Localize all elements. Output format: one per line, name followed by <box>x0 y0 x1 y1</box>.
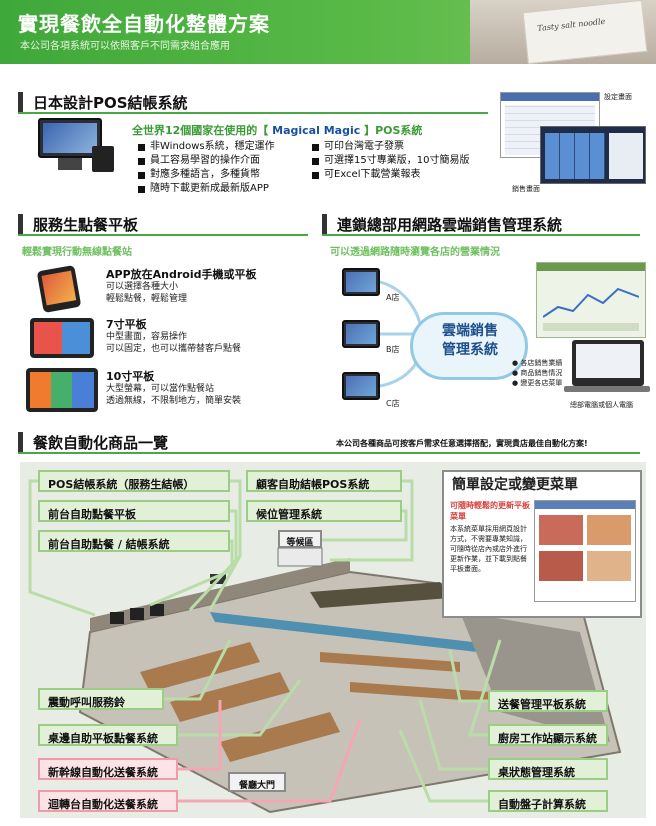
pos-terminal-image <box>34 118 114 174</box>
feature-item: 可選擇15寸專業版，10寸簡易版 <box>312 154 492 168</box>
label-front-tablet: 前台自助點餐平板 <box>38 500 230 522</box>
bullet-text: 變更各店菜單 <box>520 379 563 387</box>
desc-line: 可以選擇各種大小 <box>106 282 179 292</box>
desc-line: 大型螢幕，可以當作點餐站 <box>106 384 215 394</box>
tablet-item-desc: 大型螢幕，可以當作點餐站 透過無線，不限制地方，簡單安裝 <box>106 383 241 407</box>
tablet-item-desc: 中型畫面，容易操作 可以固定，也可以攜帶替客戶點餐 <box>106 331 241 355</box>
laptop-image <box>572 340 644 386</box>
headline-post: 】POS系統 <box>364 124 423 137</box>
tablet-item-heading: 10寸平板 <box>106 370 155 383</box>
tablet-item-desc: 可以選擇各種大小 輕鬆點餐，輕鬆管理 <box>106 281 187 305</box>
feature-item: 可Excel下載營業報表 <box>312 168 492 182</box>
brand-name: Magical Magic <box>268 124 365 137</box>
label-front-kiosk: 前台自助點餐 / 結帳系統 <box>38 530 230 552</box>
menu-edit-body: 本系統菜單採用網頁設計方式，不需要專業知識，可隨時從店內或店外進行更新作業，並下… <box>450 525 527 573</box>
label-shinkansen-delivery: 新幹線自動化送餐系統 <box>38 758 178 780</box>
cloud-bullets: ● 各店銷售業績 ● 商品銷售情況 ● 變更各店菜單 <box>512 358 574 388</box>
pos-features-left: 非Windows系統，穩定運作 員工容易學習的操作介面 對應多種語言，多種貨幣 … <box>138 140 310 196</box>
cloud-report-screenshot <box>536 262 646 338</box>
feature-item: 員工容易學習的操作介面 <box>138 154 310 168</box>
cloud-subtitle: 可以透過網路隨時瀏覽各店的營業情況 <box>330 247 500 258</box>
tablet-item-heading: APP放在Android手機或平板 <box>106 268 257 281</box>
desc-line: 中型畫面，容易操作 <box>106 332 188 342</box>
tablet-subtitle: 輕鬆實現行動無線點餐站 <box>22 247 132 258</box>
desc-line: 透過無線，不限制地方，簡單安裝 <box>106 396 242 406</box>
cloud-line: 管理系統 <box>442 342 498 358</box>
tablet-item-heading: 7寸平板 <box>106 318 147 331</box>
bullet-item: ● 變更各店菜單 <box>512 379 563 387</box>
headline-pre: 全世界12個國家在使用的【 <box>132 124 269 137</box>
desc-line: 輕鬆點餐，輕鬆管理 <box>106 294 188 304</box>
cloud-badge <box>410 312 528 380</box>
pos-features-right: 可印台灣電子發票 可選擇15寸專業版，10寸簡易版 可Excel下載營業報表 <box>312 140 492 182</box>
shop-a-terminal <box>342 268 380 296</box>
waiting-area-label: 等候區 <box>278 530 322 548</box>
label-conveyor-delivery: 迴轉台自動化送餐系統 <box>38 790 178 812</box>
tablet-7-image <box>30 318 94 358</box>
shop-c-label: C店 <box>386 399 400 408</box>
shop-b-terminal <box>342 320 380 348</box>
feature-item: 可印台灣電子發票 <box>312 140 492 154</box>
tablet-10-image <box>26 368 98 412</box>
label-waitlist: 候位管理系統 <box>246 500 402 522</box>
sales-caption: 銷售畫面 <box>512 185 540 193</box>
entrance-label: 餐廳大門 <box>228 772 286 792</box>
menu-edit-title: 簡單設定或變更菜單 <box>452 477 578 493</box>
pos-section-title: 日本設計POS結帳系統 <box>18 92 188 113</box>
label-table-status: 桌狀態管理系統 <box>488 758 608 780</box>
label-self-checkout: 顧客自助結帳POS系統 <box>246 470 402 492</box>
tablet-section-title: 服務生點餐平板 <box>18 214 138 235</box>
tablet-section-divider <box>18 234 308 236</box>
products-section-title: 餐飲自動化商品一覽 <box>18 432 168 453</box>
menu-edit-highlight: 可隨時輕鬆的更新平板菜單 <box>450 501 530 521</box>
feature-item: 非Windows系統，穩定運作 <box>138 140 310 154</box>
pos-headline: 全世界12個國家在使用的【 Magical Magic 】POS系統 <box>132 122 422 138</box>
cloud-section-title: 連鎖總部用網路雲端銷售管理系統 <box>322 214 562 235</box>
cloud-title: 雲端銷售 管理系統 <box>428 322 512 360</box>
floor-illustration <box>78 547 622 814</box>
products-note: 本公司各種商品可按客戶需求任意選擇搭配，實現貴店最佳自動化方案! <box>336 439 588 448</box>
sales-screen-image <box>540 126 646 184</box>
desc-line: 可以固定，也可以攜帶替客戶點餐 <box>106 344 242 354</box>
products-section-divider <box>18 452 640 454</box>
page-subtitle: 本公司各項系統可以依照客戶不同需求組合應用 <box>20 41 230 52</box>
label-delivery-tablet: 送餐管理平板系統 <box>488 690 608 712</box>
cloud-line: 雲端銷售 <box>442 323 498 339</box>
bullet-item: ● 商品銷售情況 <box>512 369 563 377</box>
label-table-tablet: 桌邊自助平板點餐系統 <box>38 724 178 746</box>
laptop-base <box>564 386 650 392</box>
shop-a-label: A店 <box>386 293 400 302</box>
shop-b-label: B店 <box>386 345 400 354</box>
feature-item: 隨時下載更新成最新版APP <box>138 182 310 196</box>
pos-section-divider <box>18 112 488 114</box>
cloud-section-divider <box>322 234 640 236</box>
label-kitchen-display: 廚房工作站顯示系統 <box>488 724 608 746</box>
label-pos-waiter: POS結帳系統（服務生結帳） <box>38 470 230 492</box>
label-vibration-bell: 震動呼叫服務鈴 <box>38 688 164 710</box>
bullet-text: 商品銷售情況 <box>520 369 563 377</box>
pc-caption: 總部電腦或個人電腦 <box>570 401 633 409</box>
page-title: 實現餐飲全自動化整體方案 <box>18 12 270 36</box>
menu-editor-screenshot <box>534 500 636 602</box>
bullet-item: ● 各店銷售業績 <box>512 359 563 367</box>
bullet-text: 各店銷售業績 <box>520 359 563 367</box>
label-plate-counter: 自動盤子計算系統 <box>488 790 608 812</box>
shop-c-terminal <box>342 372 380 400</box>
feature-item: 對應多種語言，多種貨幣 <box>138 168 310 182</box>
settings-caption: 設定畫面 <box>604 93 632 101</box>
